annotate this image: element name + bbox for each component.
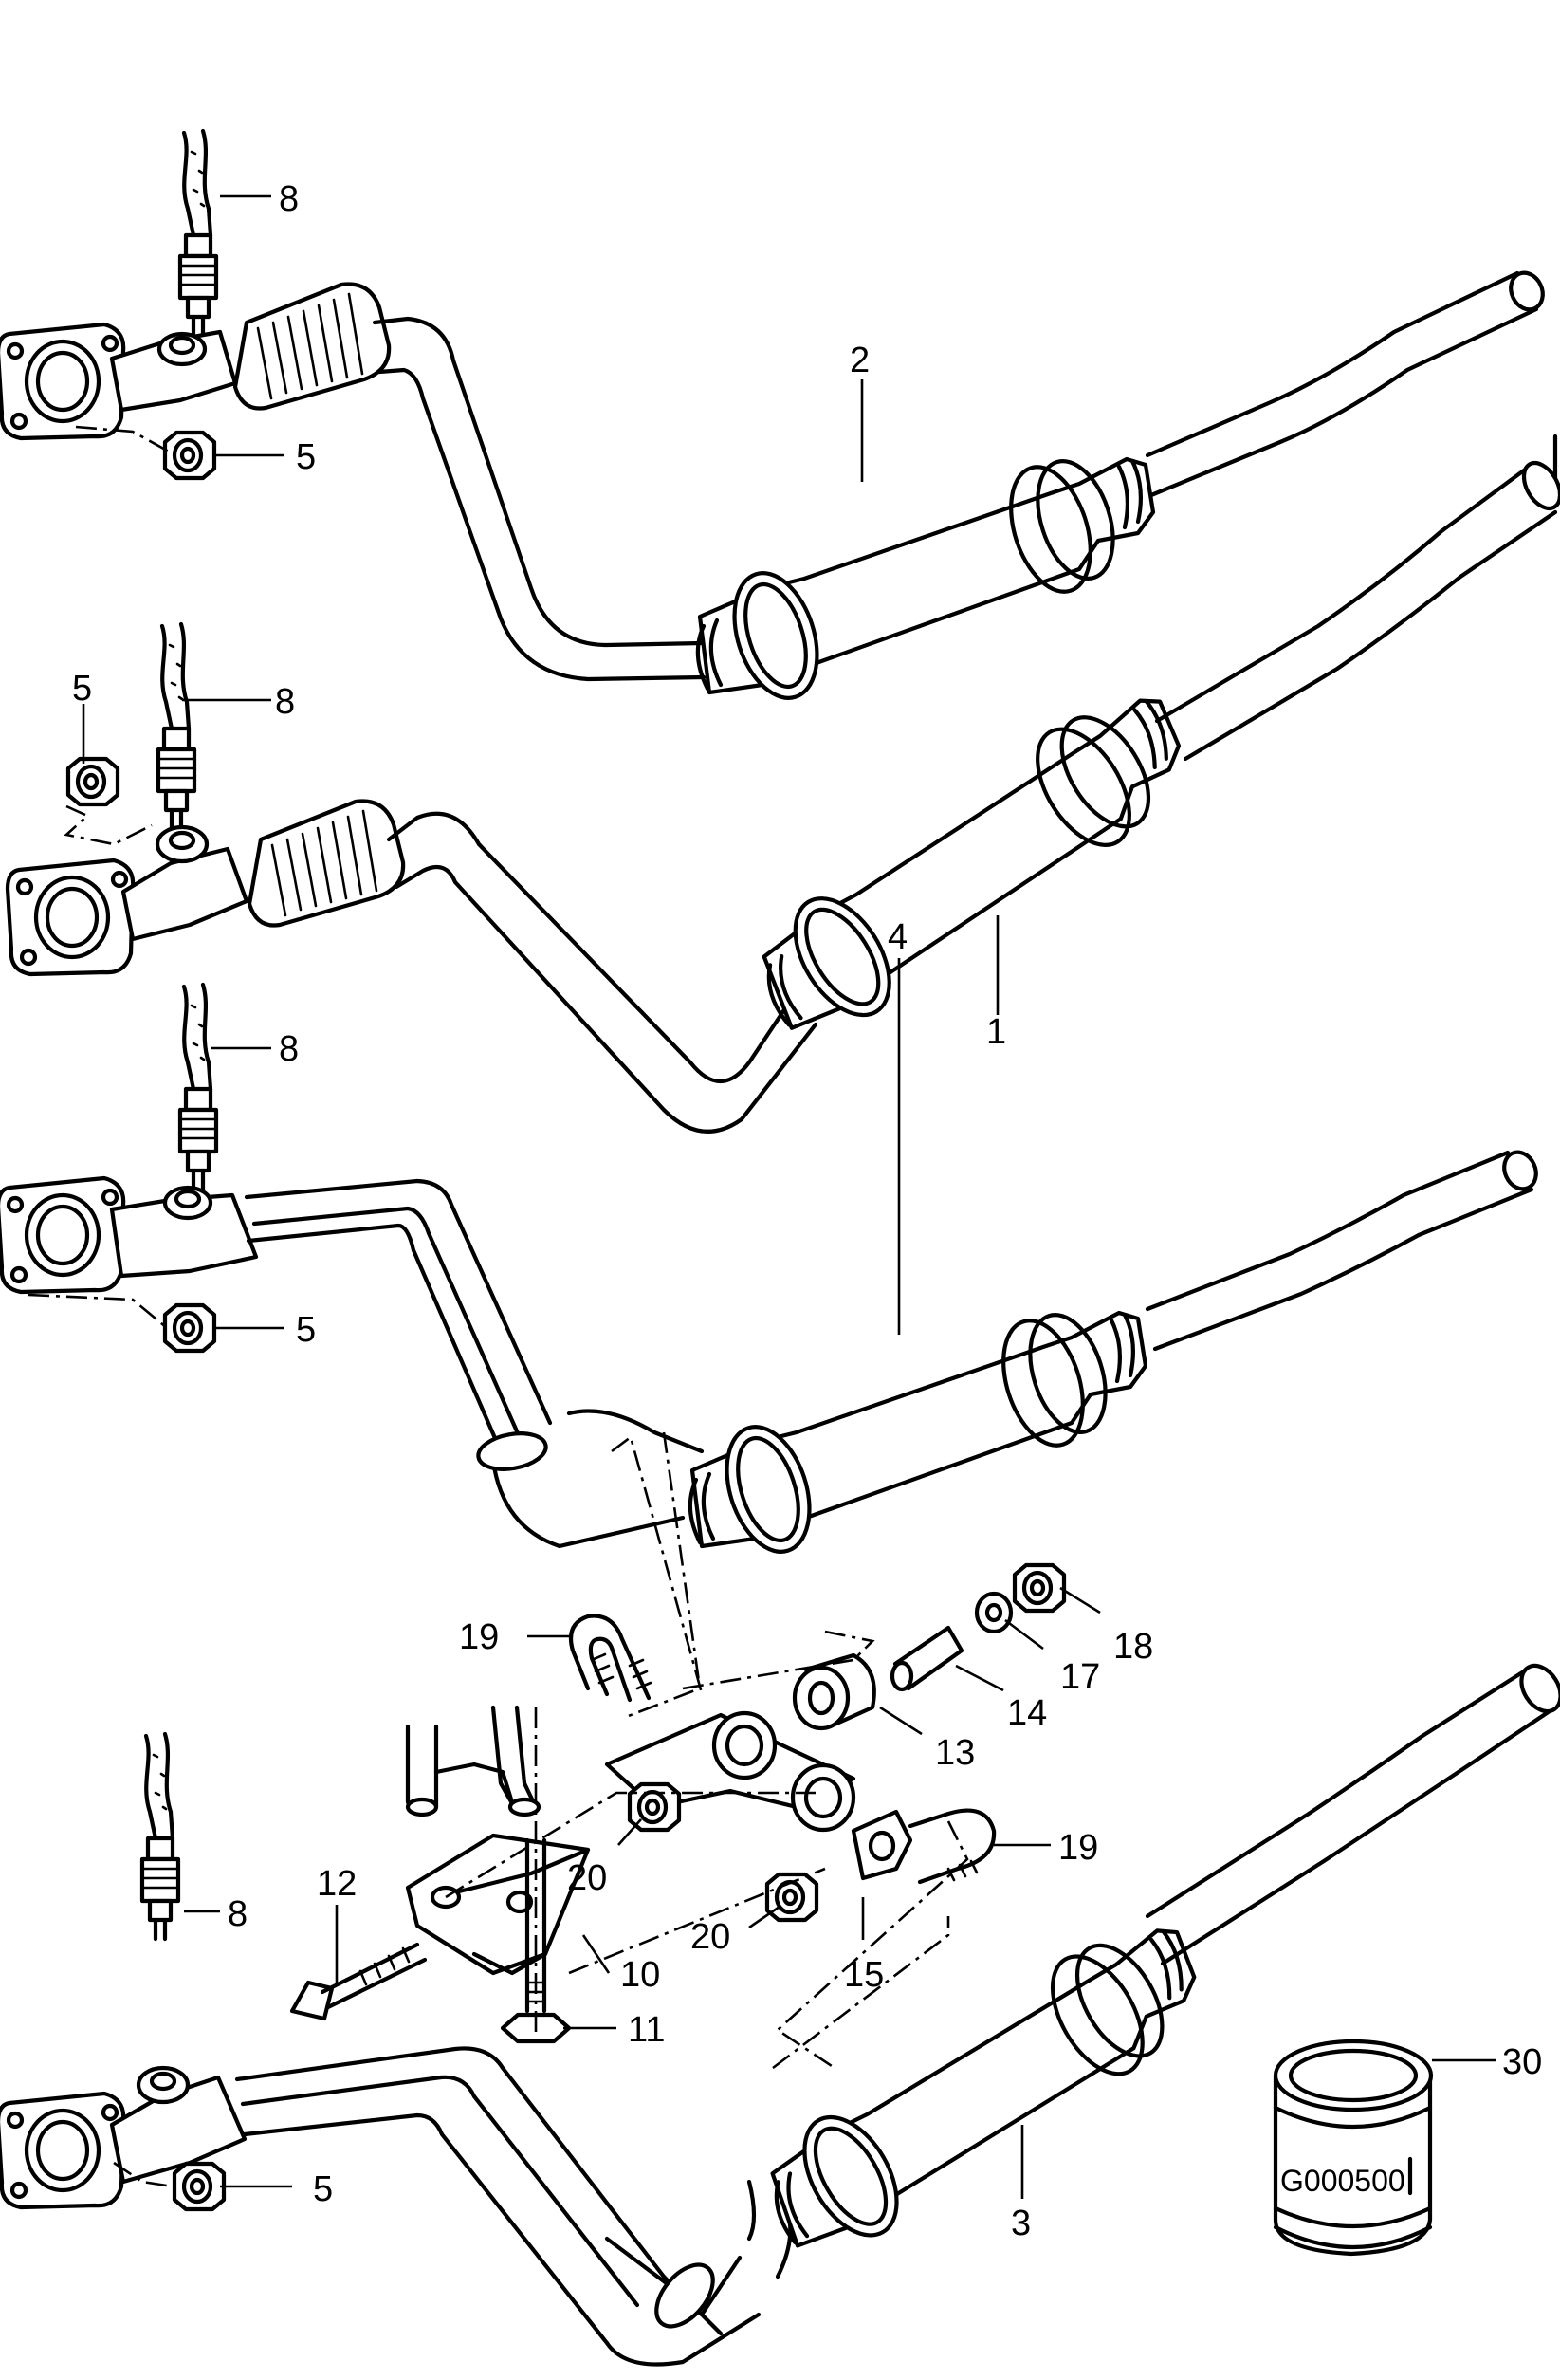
callout-5: 5 — [296, 1310, 316, 1350]
callout-17: 17 — [1060, 1657, 1100, 1697]
nut-icon — [165, 1305, 214, 1351]
callout-3: 3 — [1011, 2204, 1031, 2243]
callout-5: 5 — [313, 2169, 333, 2209]
clamp-sleeve-30: G000500 — [1273, 2039, 1434, 2257]
callout-8: 8 — [279, 179, 299, 219]
callout-20: 20 — [567, 1858, 607, 1898]
callout-11: 11 — [628, 2010, 665, 2050]
callout-14: 14 — [1007, 1693, 1047, 1733]
sleeve-stamp-text: G000500 — [1280, 2164, 1405, 2198]
callout-10: 10 — [620, 1955, 660, 1995]
assembly-4-front-pipe — [0, 985, 1538, 1562]
callout-1: 1 — [986, 1012, 1006, 1052]
callout-19: 19 — [459, 1617, 499, 1657]
callout-8: 8 — [275, 682, 295, 722]
assembly-1-front-pipe — [8, 461, 1560, 1134]
callout-5: 5 — [72, 669, 92, 709]
callout-8: 8 — [228, 1894, 248, 1934]
callout-4: 4 — [888, 917, 908, 957]
callout-15: 15 — [844, 1955, 884, 1995]
hanger-bracket-cluster — [289, 1431, 1064, 2070]
callout-13: 13 — [935, 1733, 975, 1773]
callout-18: 18 — [1113, 1627, 1153, 1667]
callout-19: 19 — [1058, 1828, 1098, 1868]
assembly-2-front-pipe — [0, 131, 1558, 709]
callout-2: 2 — [850, 341, 870, 380]
callout-8: 8 — [279, 1029, 299, 1069]
assembly-3-front-pipe — [0, 1663, 1560, 2367]
nut-icon — [174, 2164, 224, 2209]
callout-5: 5 — [296, 437, 316, 477]
callout-30: 30 — [1502, 2042, 1542, 2082]
callout-12: 12 — [317, 1864, 357, 1904]
nut-icon — [68, 759, 118, 804]
nut-icon — [165, 433, 214, 478]
callout-20: 20 — [690, 1917, 730, 1957]
